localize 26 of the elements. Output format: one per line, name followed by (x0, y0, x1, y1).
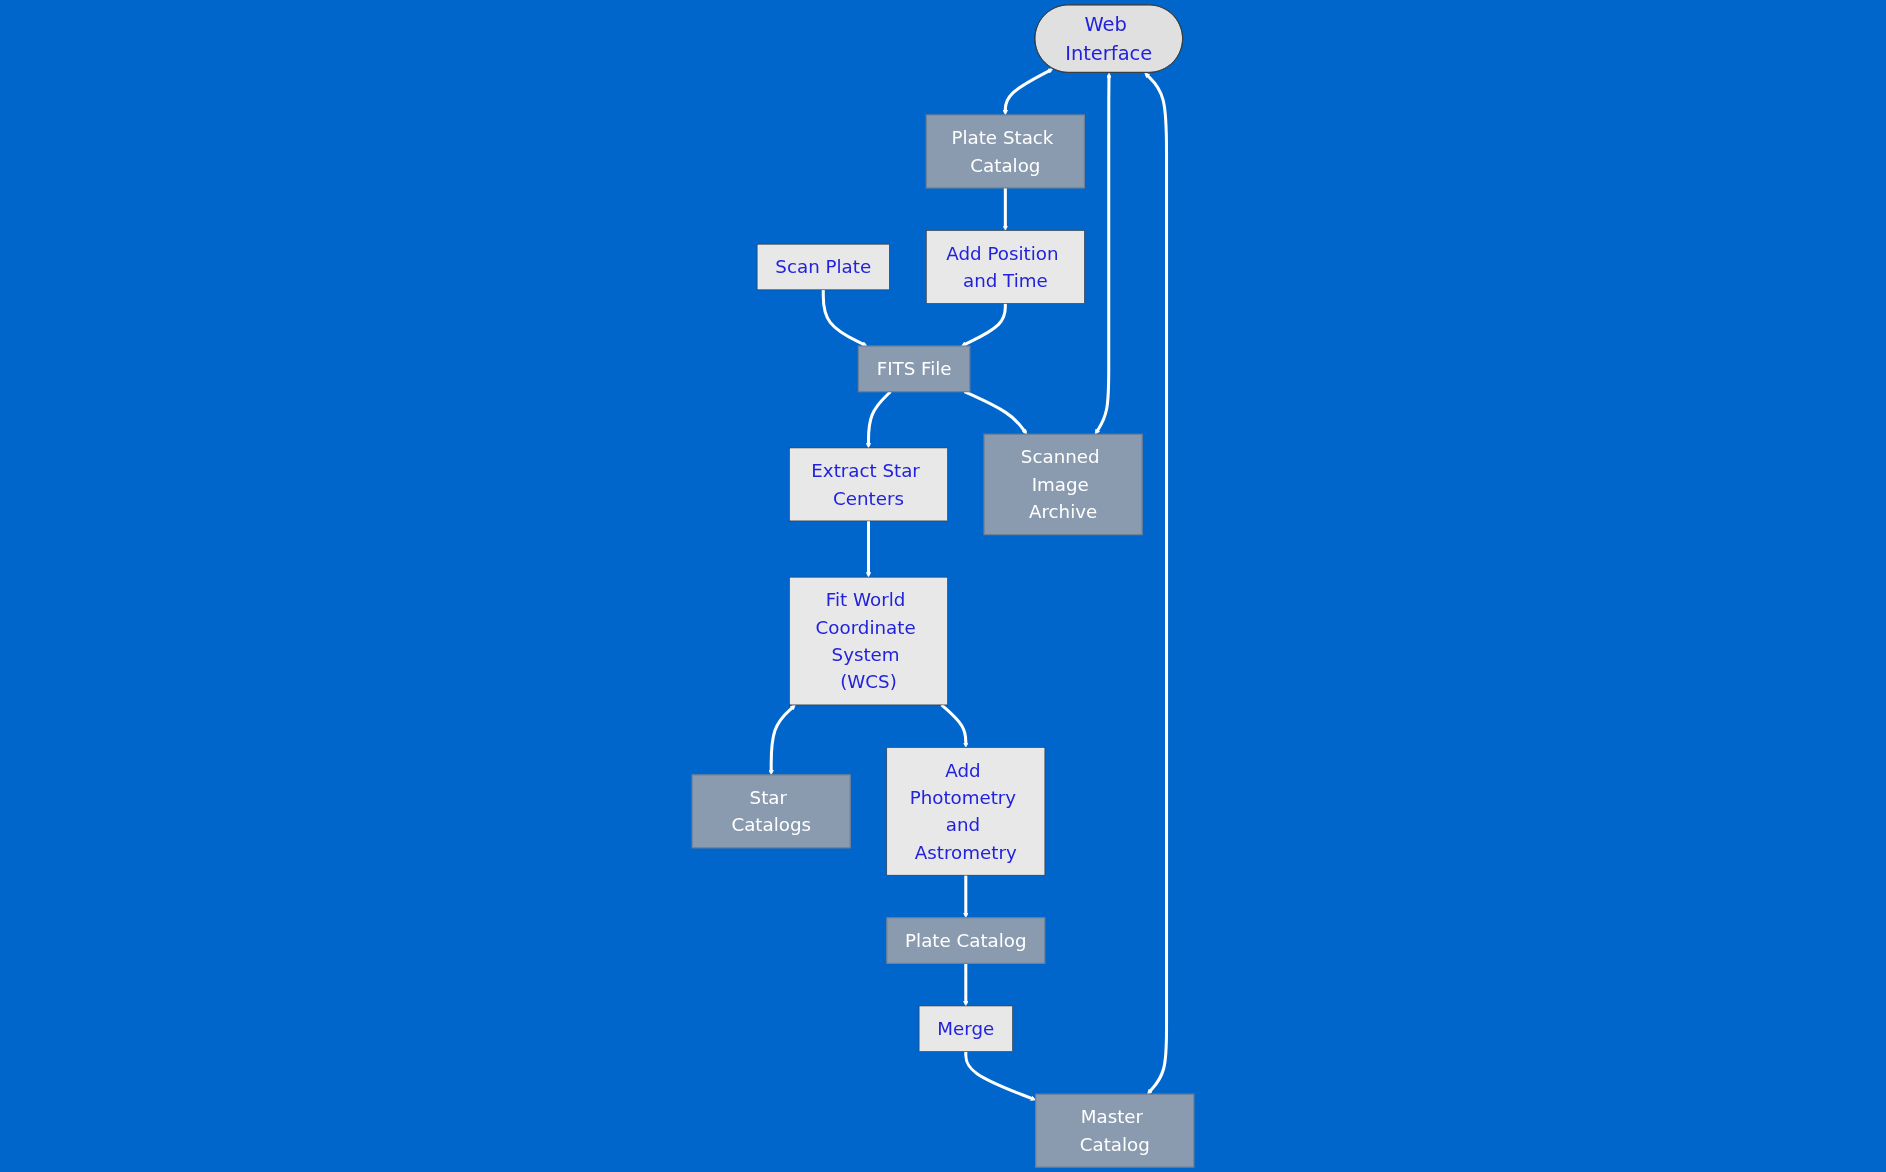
arrow (1144, 72, 1169, 1095)
node-box: Plate Stack Catalog (925, 114, 1085, 189)
arrow (768, 704, 796, 776)
node-box: Scan Plate (756, 243, 890, 291)
arrow (964, 1051, 1036, 1101)
node-box: Add Photometry and Astrometry (886, 747, 1046, 876)
arrow (961, 303, 1007, 347)
node-box: Star Catalogs (691, 774, 851, 849)
arrow (963, 875, 969, 918)
arrow (940, 703, 969, 748)
arrow (821, 289, 868, 347)
arrow (963, 390, 1028, 435)
node-box: Scanned Image Archive (983, 433, 1143, 536)
node-box: FITS File (857, 345, 971, 393)
arrow (1002, 187, 1008, 231)
arrow (1094, 72, 1112, 435)
node-box: Merge (918, 1005, 1013, 1052)
node-box: Master Catalog (1035, 1093, 1195, 1168)
node-box: Fit World Coordinate System (WCS) (789, 576, 948, 706)
arrow (865, 390, 892, 449)
arrow (1002, 68, 1054, 116)
node-box: Plate Catalog (886, 917, 1046, 964)
arrow (865, 520, 872, 578)
node-box: Extract Star Centers (789, 447, 948, 522)
arrow (963, 963, 969, 1007)
node-box: Add Position and Time (925, 230, 1085, 304)
